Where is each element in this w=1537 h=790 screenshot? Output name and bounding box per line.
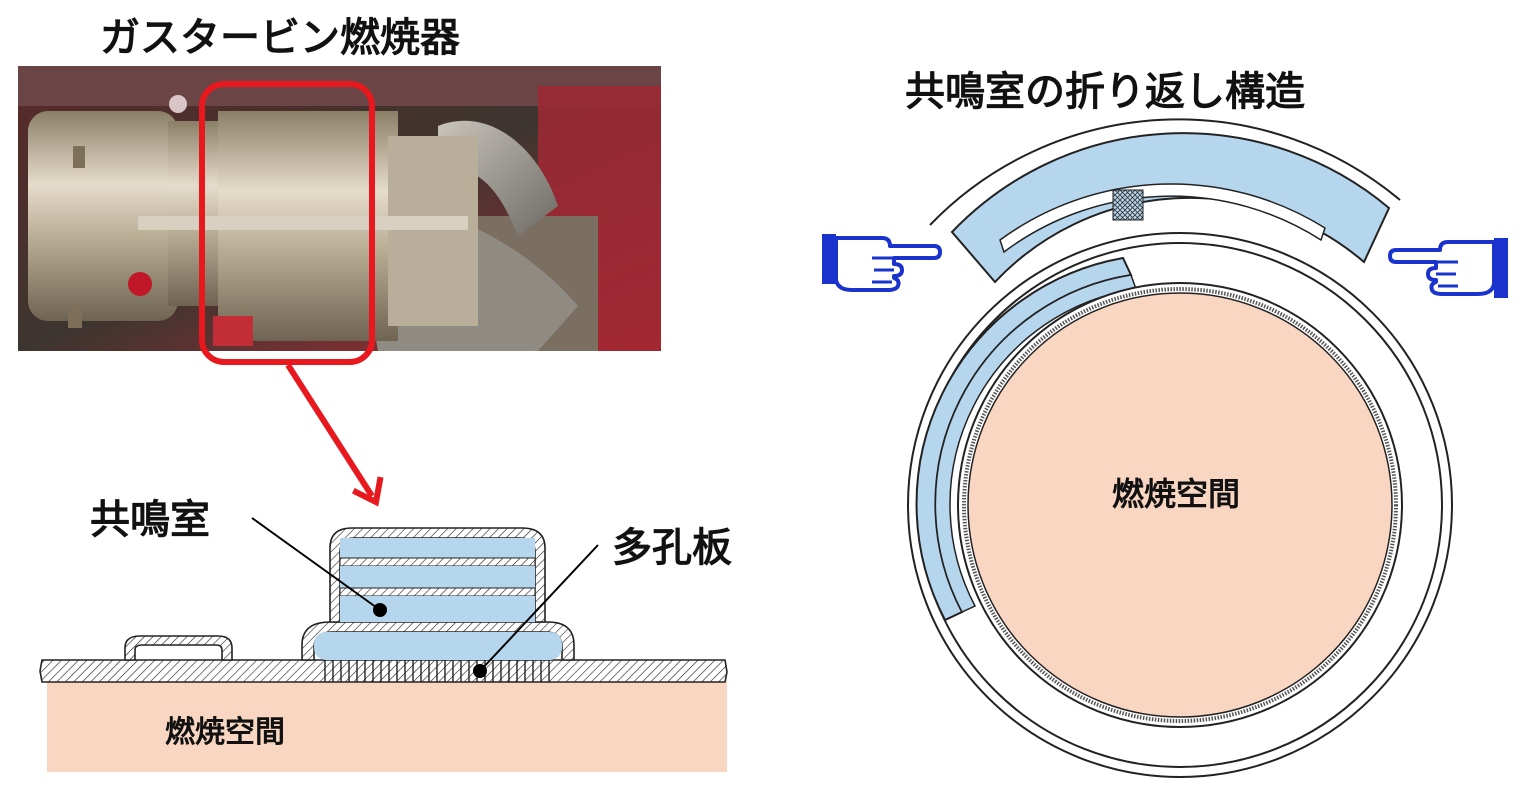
upper-chamber-cavity-3	[340, 596, 535, 622]
resonator-arc-left-inner	[934, 274, 1138, 613]
upper-chamber-cavity-2	[340, 566, 535, 588]
label-combustion-space-left: 燃焼空間	[165, 715, 285, 750]
upper-chamber-divider-1	[339, 557, 536, 567]
leader-resonator-dot	[373, 603, 387, 617]
small-bump	[124, 635, 233, 661]
pointing-hand-right-icon	[822, 234, 942, 292]
label-perforated-plate: 多孔板	[612, 525, 732, 571]
title-folded-resonator-structure: 共鳴室の折り返し構造	[905, 69, 1305, 115]
label-resonator-chamber: 共鳴室	[90, 497, 210, 543]
upper-chamber-divider-2	[339, 587, 536, 597]
combustion-space-right	[967, 292, 1393, 718]
title-gas-turbine-combustor: ガスタービン燃焼器	[100, 15, 460, 61]
mesh-patch	[1112, 189, 1144, 221]
lower-chamber-cavity	[314, 632, 562, 660]
leader-plate	[479, 544, 599, 672]
pointing-hand-left-icon	[1388, 238, 1508, 298]
right-diagram	[907, 118, 1453, 778]
leader-resonator	[251, 517, 381, 611]
label-combustion-space-right: 燃焼空間	[1112, 475, 1241, 513]
perforations	[324, 660, 550, 682]
combustor-photo	[18, 66, 661, 351]
combustion-space-left	[47, 680, 727, 772]
folded-slot	[999, 183, 1326, 254]
leader-plate-dot	[473, 664, 487, 678]
folded-chamber-top	[950, 132, 1391, 284]
red-arrow	[285, 363, 384, 507]
liner-wall	[39, 659, 728, 683]
upper-chamber-cavity-1	[340, 538, 535, 558]
highlight-box	[199, 81, 375, 365]
